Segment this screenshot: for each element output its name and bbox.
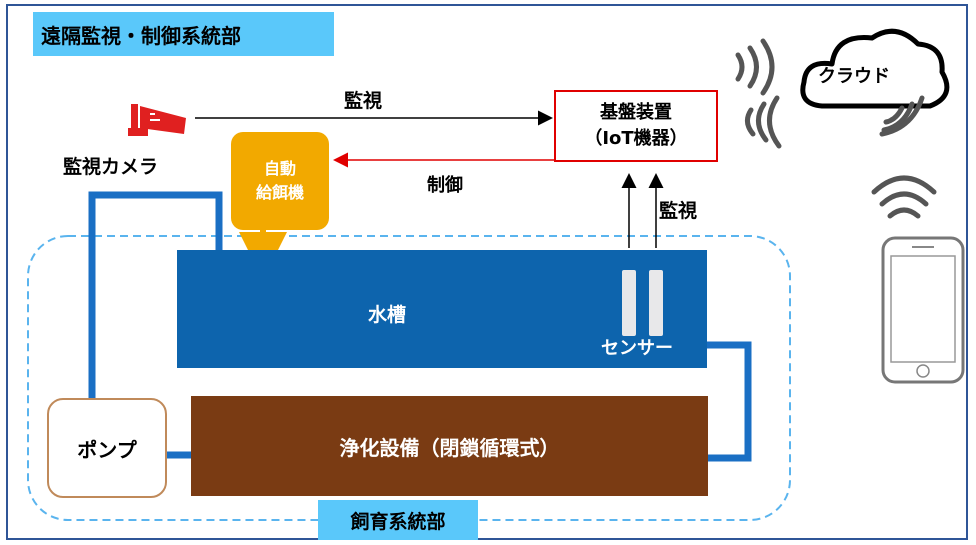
camera-label: 監視カメラ — [63, 156, 159, 178]
feeder-line2: 給餌機 — [255, 183, 304, 202]
iot-device-line2: （IoT機器） — [584, 128, 688, 149]
sensor-probe — [649, 270, 663, 336]
breeding-section-title: 飼育系統部 — [318, 500, 478, 540]
purification-unit: 浄化設備（閉鎖循環式） — [191, 396, 708, 496]
cloud-label: クラウド — [818, 66, 890, 87]
pump-box: ポンプ — [47, 398, 167, 498]
feeder-line1: 自動 — [263, 159, 296, 178]
water-tank — [177, 250, 707, 368]
monitor-top-label: 監視 — [344, 90, 383, 112]
cloud-icon — [800, 28, 950, 109]
tank-label: 水槽 — [368, 304, 407, 326]
water-pipes — [88, 191, 752, 462]
wifi-icon — [735, 38, 937, 219]
smartphone-icon — [881, 236, 965, 384]
diagram-frame — [6, 4, 968, 540]
monitor-side-label: 監視 — [659, 200, 698, 222]
sensor-label: センサー — [601, 338, 673, 359]
sensor-probe — [622, 270, 636, 336]
remote-section-title: 遠隔監視・制御系統部 — [33, 12, 334, 56]
iot-device-box: 基盤装置 （IoT機器） — [554, 90, 718, 162]
purifier-label: 浄化設備（閉鎖循環式） — [339, 435, 560, 460]
auto-feeder: 自動 給餌機 — [231, 132, 329, 230]
camera-icon — [128, 104, 186, 136]
pump-label: ポンプ — [77, 437, 137, 462]
control-label: 制御 — [427, 175, 463, 196]
iot-device-line1: 基盤装置 — [600, 102, 672, 123]
